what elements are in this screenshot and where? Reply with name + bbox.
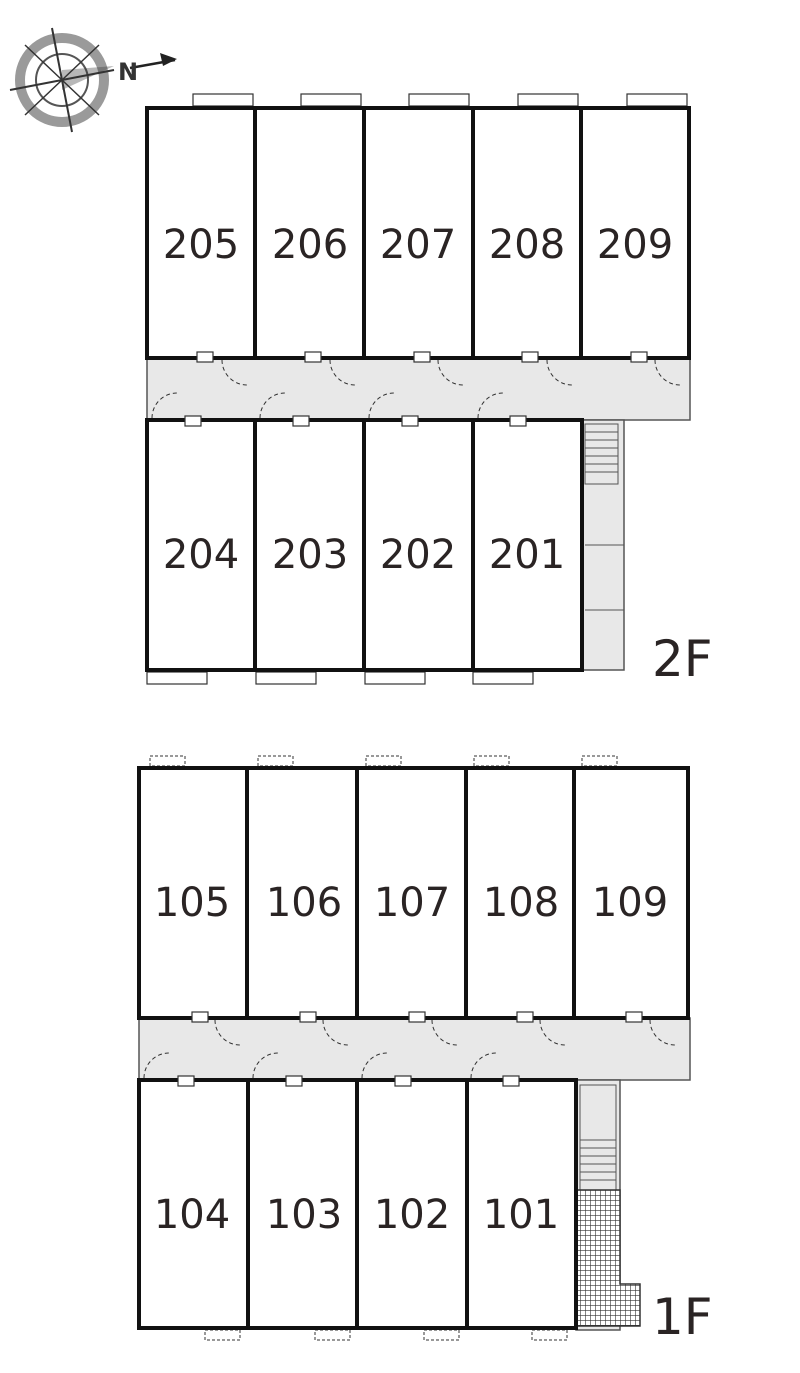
room-107: 107 bbox=[374, 880, 450, 926]
room-202: 202 bbox=[380, 532, 456, 578]
room-106: 106 bbox=[266, 880, 342, 926]
floor-label-2f: 2F bbox=[652, 630, 713, 688]
room-207: 207 bbox=[380, 222, 456, 268]
stairs-2f bbox=[584, 423, 624, 611]
room-104: 104 bbox=[154, 1192, 230, 1238]
compass-north-label: N bbox=[118, 58, 138, 86]
hatched-entrance bbox=[576, 1189, 641, 1327]
room-204: 204 bbox=[163, 532, 239, 578]
floor-2-plan: 205 206 207 208 209 204 203 202 201 2F bbox=[145, 93, 713, 688]
room-108: 108 bbox=[483, 880, 559, 926]
room-201: 201 bbox=[489, 532, 565, 578]
room-105: 105 bbox=[154, 880, 230, 926]
room-209: 209 bbox=[597, 222, 673, 268]
room-102: 102 bbox=[374, 1192, 450, 1238]
room-205: 205 bbox=[163, 222, 239, 268]
room-103: 103 bbox=[266, 1192, 342, 1238]
floor-1-plan: 105 106 107 108 109 104 103 102 101 1F bbox=[137, 755, 713, 1346]
room-109: 109 bbox=[592, 880, 668, 926]
compass-icon: N bbox=[9, 27, 177, 133]
room-101: 101 bbox=[483, 1192, 559, 1238]
room-206: 206 bbox=[272, 222, 348, 268]
room-208: 208 bbox=[489, 222, 565, 268]
room-203: 203 bbox=[272, 532, 348, 578]
floor-label-1f: 1F bbox=[652, 1288, 713, 1346]
